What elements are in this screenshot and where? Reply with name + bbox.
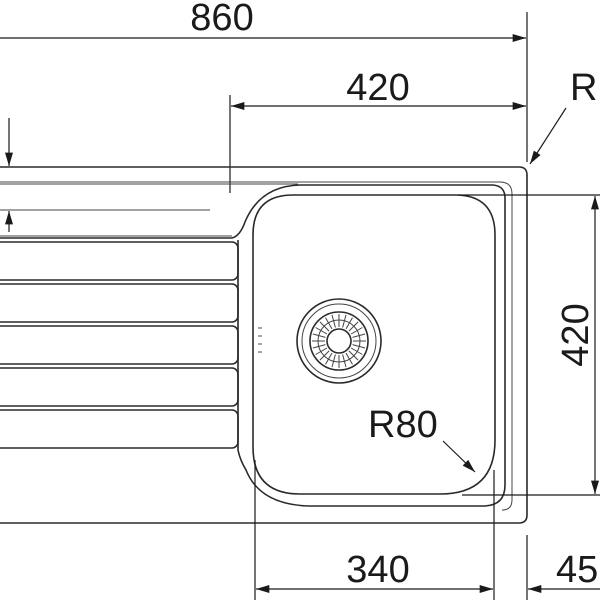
strainer-spoke [325, 352, 333, 365]
dim-label-45: 45 [556, 549, 598, 591]
dim-label-860: 860 [190, 0, 253, 39]
strainer-spoke [331, 314, 336, 328]
drainer-grooves [0, 241, 262, 449]
dim-label-420-top: 420 [346, 67, 409, 109]
strainer-spoke [345, 352, 353, 365]
strainer-spoke [350, 347, 363, 355]
strainer-spoke [319, 321, 330, 332]
sink-bowl [252, 194, 496, 495]
dimension-bowl-height: 420 [458, 194, 600, 496]
strainer-spoke [315, 327, 328, 335]
strainer-spoke [345, 317, 353, 330]
strainer-spoke [348, 350, 359, 361]
dim-label-r80: R80 [368, 404, 438, 446]
dimension-rim-depth [0, 118, 210, 232]
strainer-spoke [342, 314, 347, 328]
dim-label-420-side: 420 [555, 303, 597, 366]
drain-strainer-icon [296, 298, 382, 384]
strainer-spoke [352, 344, 366, 349]
strainer-spoke [331, 354, 336, 368]
strainer-spoke [325, 317, 333, 330]
dimension-bowl-radius: R80 [368, 404, 476, 473]
dim-label-r: R [570, 67, 597, 109]
strainer-spoke [352, 333, 366, 338]
dim-label-340: 340 [346, 549, 409, 591]
strainer-spoke [312, 344, 326, 349]
strainer-spoke [319, 350, 330, 361]
dimension-overall-width: 860 [0, 0, 528, 162]
dimension-edge-margin: 45 [526, 535, 600, 600]
strainer-spoke [348, 321, 359, 332]
strainer-spoke [312, 333, 326, 338]
sink-outline [0, 166, 528, 524]
dimension-bowl-width: 340 [254, 460, 495, 600]
strainer-spoke [315, 347, 328, 355]
strainer-spoke [350, 327, 363, 335]
strainer-spoke [342, 354, 347, 368]
dimension-corner-radius: R [529, 67, 597, 165]
dimension-bowl-offset: 420 [229, 67, 526, 193]
